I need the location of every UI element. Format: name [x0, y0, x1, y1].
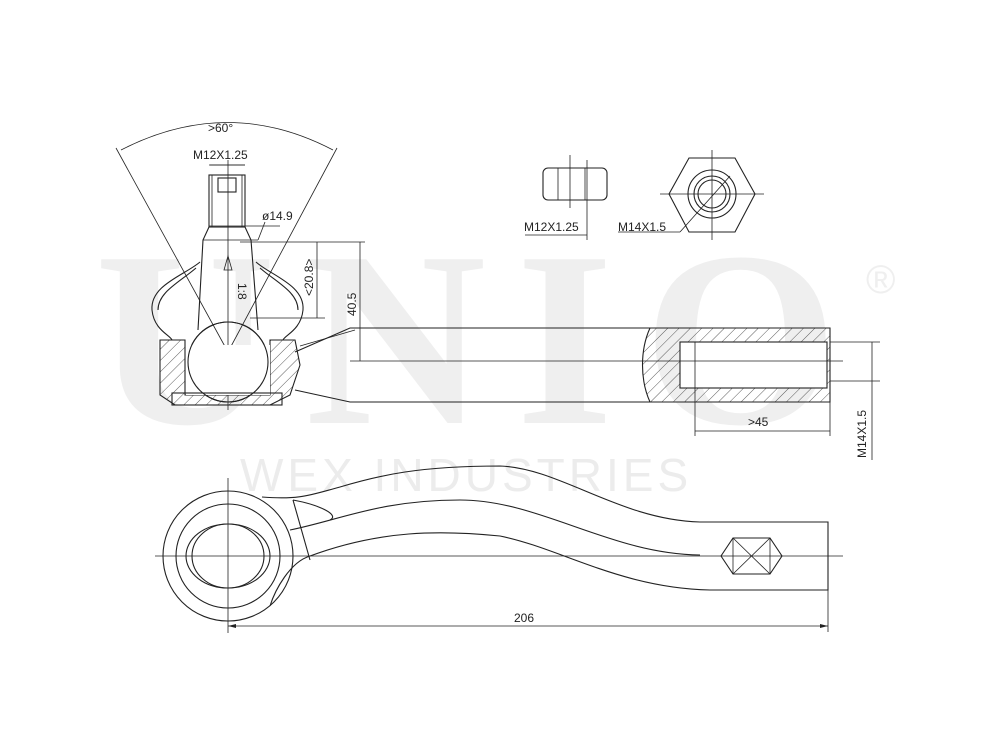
hex-nut-thread-label: M14X1.5 — [618, 220, 666, 234]
taper-ratio-label: 1:8 — [235, 283, 249, 300]
inner-thread-label: M14X1.5 — [855, 410, 869, 458]
height-label: 40.5 — [345, 292, 359, 316]
castle-nut-thread-label: M12X1.25 — [524, 220, 579, 234]
stud-thread-label: M12X1.25 — [193, 148, 248, 162]
angle-label: >60° — [208, 121, 233, 135]
side-section-view: >60° M12X1.25 ø14.9 1:8 <20.8> 40.5 >45 … — [115, 121, 880, 460]
taper-length-label: <20.8> — [302, 259, 316, 296]
castle-nut-view: M12X1.25 — [524, 155, 608, 240]
watermark-company: WEX INDUSTRIES — [240, 449, 693, 501]
overall-length-label: 206 — [514, 611, 534, 625]
watermark-registered-mark: ® — [866, 258, 896, 302]
stud-diameter-label: ø14.9 — [262, 209, 293, 223]
top-view: 206 — [155, 465, 843, 633]
bore-depth-label: >45 — [748, 415, 769, 429]
hex-nut-view: M14X1.5 — [618, 150, 764, 240]
